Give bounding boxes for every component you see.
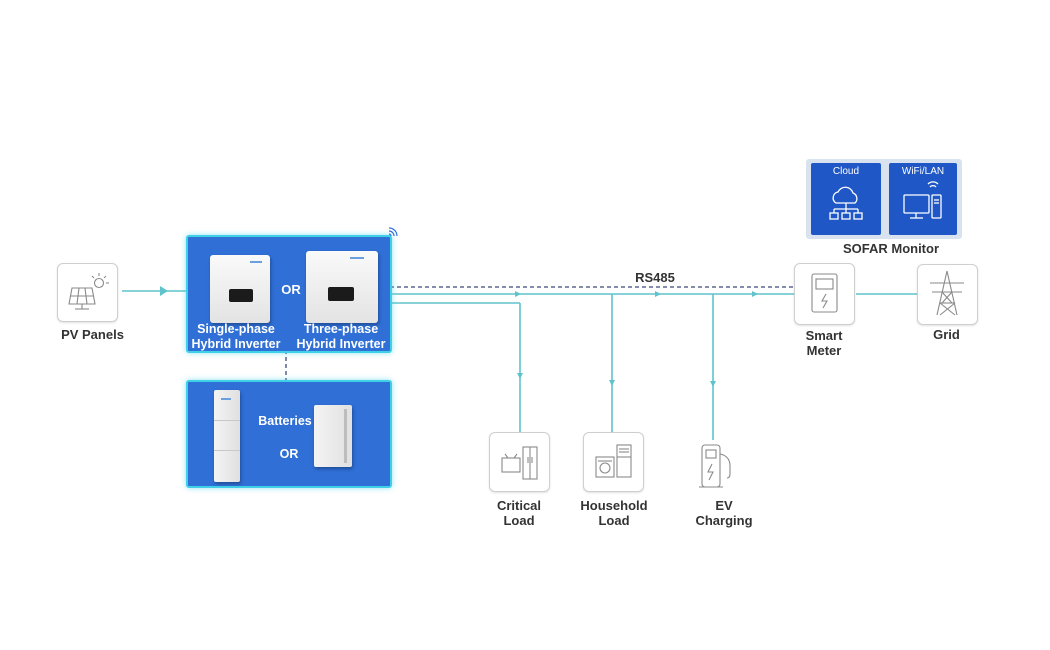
three-phase-label: Three-phase Hybrid Inverter <box>296 322 386 351</box>
pv-panels-node <box>57 263 118 322</box>
bus-flow-arrow-1 <box>515 291 521 297</box>
critical-load-node <box>489 432 550 492</box>
cloud-label: Cloud <box>832 166 860 177</box>
inverter-or-label: OR <box>281 282 301 297</box>
cabinet-battery-image <box>314 405 352 467</box>
pylon-icon <box>930 270 964 316</box>
cloud-network-icon <box>829 186 863 220</box>
inverter-panel: OR Single-phase Hybrid Inverter Three-ph… <box>186 235 392 353</box>
tower-battery-image <box>214 390 240 482</box>
grid-node <box>917 264 978 325</box>
computer-icon <box>903 181 942 219</box>
ev-flow-arrow <box>710 381 716 387</box>
batteries-or-label: OR <box>279 447 299 461</box>
household-load-node <box>583 432 644 492</box>
batteries-label: Batteries <box>258 414 312 428</box>
three-phase-inverter-image <box>306 251 378 323</box>
cloud-tile: Cloud <box>811 163 881 235</box>
bus-flow-arrow-3 <box>752 291 758 297</box>
household-load-label: Household Load <box>580 498 648 528</box>
wifi-signal-icon <box>388 227 398 237</box>
wifi-lan-label: WiFi/LAN <box>901 166 945 177</box>
batteries-panel: Batteries OR <box>186 380 392 488</box>
sofar-monitor-panel: Cloud WiFi/LAN <box>806 159 962 239</box>
critical-flow-arrow <box>517 373 523 379</box>
bus-flow-arrow-2 <box>655 291 661 297</box>
pv-panels-label: PV Panels <box>61 327 124 342</box>
pv-flow-arrow <box>160 286 168 296</box>
solar-panel-icon <box>68 273 109 310</box>
ev-charger-icon <box>699 444 731 488</box>
smart-meter-node <box>794 263 855 325</box>
sofar-monitor-label: SOFAR Monitor <box>842 241 940 256</box>
tv-fridge-icon <box>501 446 538 480</box>
critical-load-label: Critical Load <box>496 498 542 528</box>
smart-meter-label: Smart Meter <box>805 328 843 358</box>
meter-icon <box>811 273 838 313</box>
grid-label: Grid <box>933 327 960 342</box>
washer-fridge-icon <box>595 444 632 478</box>
rs485-label: RS485 <box>635 270 675 285</box>
single-phase-inverter-image <box>210 255 270 323</box>
single-phase-label: Single-phase Hybrid Inverter <box>191 322 281 351</box>
household-flow-arrow <box>609 380 615 386</box>
ev-charging-label: EV Charging <box>695 498 753 528</box>
wifi-lan-tile: WiFi/LAN <box>889 163 957 235</box>
